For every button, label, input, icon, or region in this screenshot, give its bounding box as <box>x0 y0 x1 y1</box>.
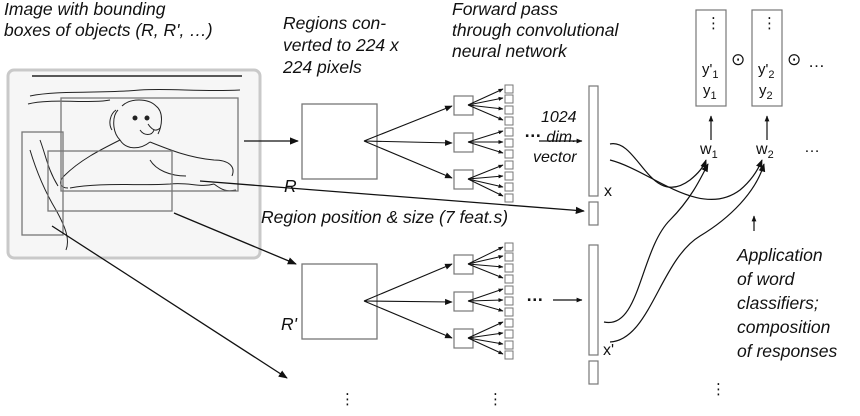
cnn-r-prime-fan <box>467 246 504 355</box>
arrow-image-to-more <box>51 225 288 379</box>
cnn-r-boxes <box>453 95 474 190</box>
caption-vector-dims: 1024 dim. vector <box>533 108 577 168</box>
caption-region-position: Region position & size (7 feat.s) <box>261 207 509 227</box>
caption-line: Application <box>737 245 823 265</box>
caption-line: of responses <box>737 341 838 361</box>
caption-line: neural network <box>452 41 567 61</box>
caption-line: boxes of objects (R, R', …) <box>4 20 213 40</box>
caption-regions-converted: Regions con- verted to 224 x 224 pixels <box>283 12 399 78</box>
caption-application: Application of word classifiers; composi… <box>737 243 837 363</box>
label-vector-x-prime: x' <box>603 342 615 359</box>
caption-line: composition <box>737 317 831 337</box>
bbox-lower <box>47 150 173 212</box>
caption-line: classifiers; <box>737 293 819 313</box>
yprime-2-sub: 2 <box>768 69 775 81</box>
caption-line: Regions con- <box>283 13 387 33</box>
position-x-box <box>588 201 599 226</box>
output-1-vdots: ⋮ <box>706 14 721 32</box>
output-1-yprime: y'1 <box>702 61 719 84</box>
classifier-w2: w2 <box>756 141 774 164</box>
cnn-r-prime-units <box>504 242 514 360</box>
cnn-r <box>363 105 453 179</box>
continuation-dots-region: ⋮ <box>340 390 355 408</box>
label-vector-x: x <box>604 183 612 200</box>
caption-line: Image with bounding <box>4 0 166 19</box>
bbox-dog <box>60 97 239 192</box>
y-2-sub: 2 <box>766 90 773 102</box>
output-2-y: y2 <box>759 82 773 105</box>
bbox-left <box>21 131 64 236</box>
output-1-y: y1 <box>703 82 717 105</box>
caption-line: verted to 224 x <box>283 35 399 55</box>
classifier-trailing-dots: … <box>804 139 820 156</box>
w2-sub: 2 <box>767 149 774 162</box>
caption-line: vector <box>533 149 577 166</box>
y-1: y <box>703 82 711 99</box>
caption-line: through convolutional <box>452 20 619 40</box>
caption-line: of word <box>737 269 795 289</box>
caption-line: 224 pixels <box>283 57 362 77</box>
dog-sketch <box>27 75 242 251</box>
caption-line: dim. <box>546 129 577 146</box>
position-x-prime-box <box>588 360 599 385</box>
yprime-2: y' <box>758 61 769 78</box>
output-box-1 <box>695 9 727 107</box>
vector-x-prime-box <box>588 244 599 356</box>
continuation-dots-classifier: ⋮ <box>711 380 726 398</box>
y-1-sub: 1 <box>710 90 717 102</box>
cnn-r-prime-boxes <box>453 254 474 349</box>
classifier-w1: w1 <box>700 141 718 164</box>
cnn-r-units <box>504 84 514 203</box>
w1-letter: w <box>700 141 712 158</box>
caption-line: 1024 <box>540 109 577 126</box>
caption-line: Forward pass <box>452 0 559 19</box>
output-box-2 <box>751 9 783 107</box>
label-region-r-prime: R' <box>281 314 297 334</box>
caption-image-with-boxes: Image with bounding boxes of objects (R,… <box>4 0 213 41</box>
y-2: y <box>759 82 767 99</box>
compose-tail: … <box>808 52 825 71</box>
w1-sub: 1 <box>711 149 718 162</box>
label-conv-dots-2: … <box>526 285 544 305</box>
continuation-dots-cnn: ⋮ <box>488 390 503 408</box>
w2-letter: w <box>756 141 768 158</box>
cnn-r-fan <box>467 88 504 197</box>
cnn-r-prime <box>363 263 453 339</box>
compose-op-2: ⊙ <box>787 50 802 70</box>
caption-forward-pass: Forward pass through convolutional neura… <box>452 0 618 62</box>
output-2-vdots: ⋮ <box>762 14 777 32</box>
curve-x-to-w2 <box>609 159 763 201</box>
source-image-panel <box>6 68 262 260</box>
label-region-r: R <box>284 176 297 196</box>
curve-x-prime-to-w1 <box>603 163 709 323</box>
arrow-image-to-r-prime <box>173 212 297 265</box>
yprime-1-sub: 1 <box>712 69 719 81</box>
caption-conv-dots: … <box>524 121 542 141</box>
arrow-region-position <box>199 180 585 214</box>
yprime-1: y' <box>702 61 713 78</box>
output-2-yprime: y'2 <box>758 61 775 84</box>
vector-x-box <box>588 85 599 197</box>
curve-x-prime-to-w2 <box>609 163 766 343</box>
compose-op-1: ⊙ <box>731 50 746 70</box>
